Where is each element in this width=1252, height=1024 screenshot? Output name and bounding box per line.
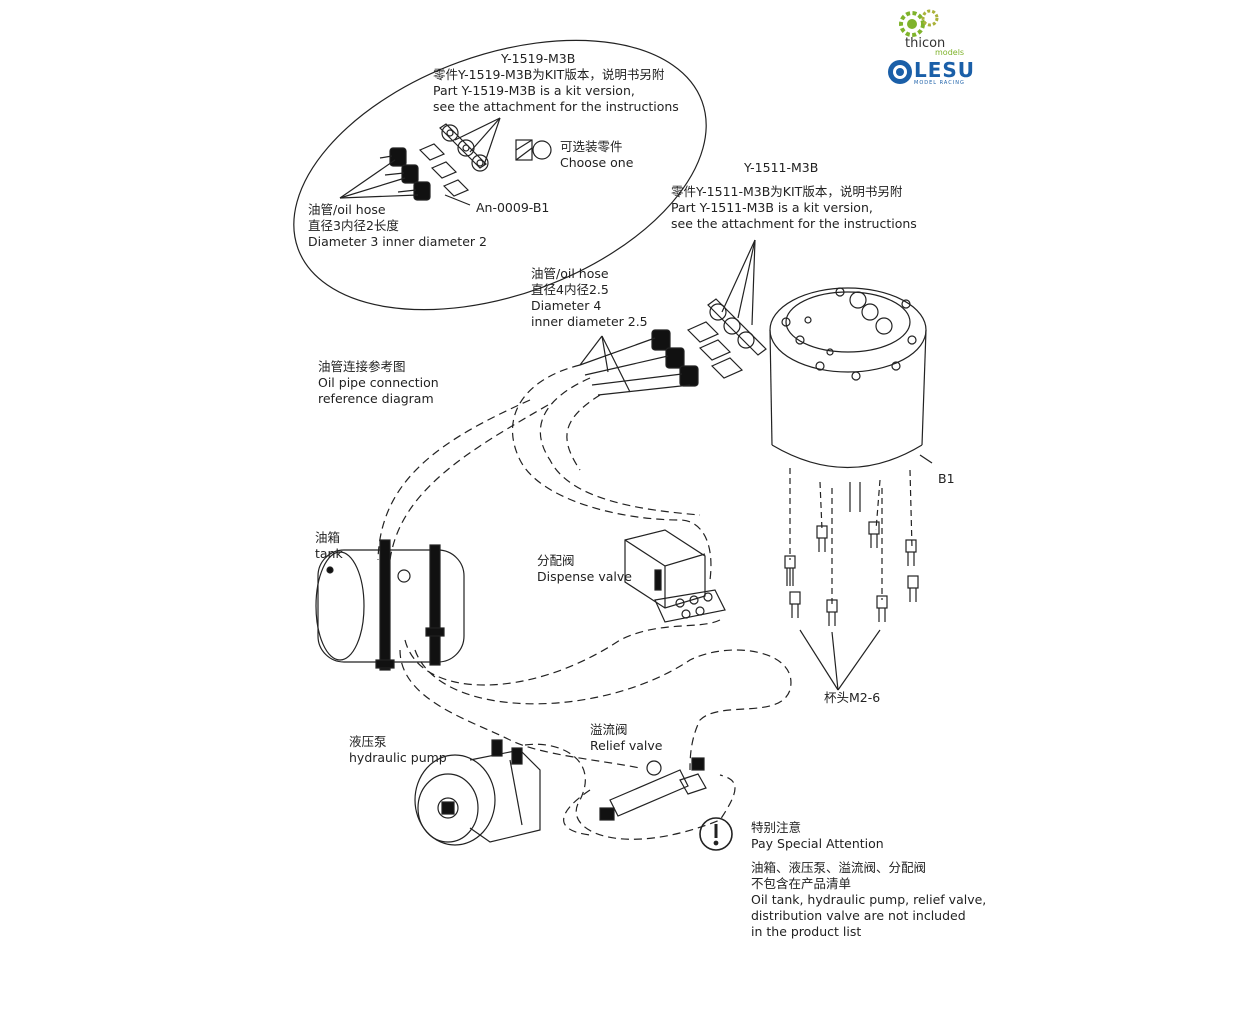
cup-head-screws — [784, 521, 919, 626]
hose-small-cn1: 油管/oil hose — [308, 202, 386, 217]
warning-icon — [699, 817, 733, 851]
attention-en-body2: distribution valve are not included — [751, 908, 966, 923]
an0009-label: An-0009-B1 — [476, 200, 550, 215]
lesu-lion-logo — [888, 60, 912, 84]
small-fittings-icon — [379, 123, 489, 201]
hydraulic-pump — [414, 739, 541, 846]
y1519-note-en2: see the attachment for the instructions — [433, 99, 679, 114]
hose-routes — [377, 364, 792, 840]
oil-tank — [315, 539, 465, 671]
attention-cn-body1: 油箱、液压泵、溢流阀、分配阀 — [751, 860, 927, 875]
pump-en: hydraulic pump — [349, 750, 447, 765]
thicon-gear-logo — [899, 9, 939, 37]
hose-large-cn1: 油管/oil hose — [531, 266, 609, 281]
hose-large-en2: inner diameter 2.5 — [531, 314, 648, 329]
y1519-note-cn: 零件Y-1519-M3B为KIT版本，说明书另附 — [433, 67, 665, 82]
optional-cn: 可选装零件 — [560, 139, 623, 154]
detail-ellipse — [293, 39, 707, 311]
hose-large-en1: Diameter 4 — [531, 298, 602, 313]
attention-en-body1: Oil tank, hydraulic pump, relief valve, — [751, 892, 987, 907]
attention-cn-body2: 不包含在产品清单 — [751, 876, 852, 891]
dispense-valve — [624, 529, 726, 623]
attention-en-body3: in the product list — [751, 924, 862, 939]
attention-en-title: Pay Special Attention — [751, 836, 884, 851]
cup-head-label: 杯头M2-6 — [824, 690, 881, 705]
dispense-en: Dispense valve — [537, 569, 632, 584]
y1511-note-en2: see the attachment for the instructions — [671, 216, 917, 231]
lesu-wordmark: LESU — [914, 58, 976, 82]
hose-small-cn2: 直径3内径2长度 — [308, 218, 399, 233]
relief-en: Relief valve — [590, 738, 663, 753]
pipe-ref-cn: 油管连接参考图 — [318, 359, 406, 374]
tank-en: tank — [315, 546, 343, 561]
y1519-note-en1: Part Y-1519-M3B is a kit version, — [433, 83, 635, 98]
cylinder-b1 — [769, 287, 933, 512]
dispense-cn: 分配阀 — [537, 553, 575, 568]
lesu-sub: MODEL RACING — [914, 80, 965, 86]
hose-small-en: Diameter 3 inner diameter 2 — [308, 234, 487, 249]
large-fittings-icon — [651, 298, 767, 387]
choose-one-icon — [515, 139, 552, 161]
relief-cn: 溢流阀 — [590, 722, 628, 737]
relief-valve — [599, 757, 707, 821]
thicon-sub: models — [935, 48, 965, 57]
b1-label: B1 — [938, 471, 955, 486]
thicon-wordmark: thicon — [905, 36, 946, 51]
y1511-code: Y-1511-M3B — [744, 160, 819, 175]
pipe-ref-en1: Oil pipe connection — [318, 375, 439, 390]
optional-en: Choose one — [560, 155, 634, 170]
y1511-note-en1: Part Y-1511-M3B is a kit version, — [671, 200, 873, 215]
attention-cn-title: 特别注意 — [751, 820, 802, 835]
y1519-code: Y-1519-M3B — [501, 51, 576, 66]
pump-cn: 液压泵 — [349, 734, 387, 749]
y1511-note-cn: 零件Y-1511-M3B为KIT版本，说明书另附 — [671, 184, 903, 199]
tank-cn: 油箱 — [315, 530, 341, 545]
pipe-ref-en2: reference diagram — [318, 391, 434, 406]
hose-large-cn2: 直径4内径2.5 — [531, 282, 609, 297]
